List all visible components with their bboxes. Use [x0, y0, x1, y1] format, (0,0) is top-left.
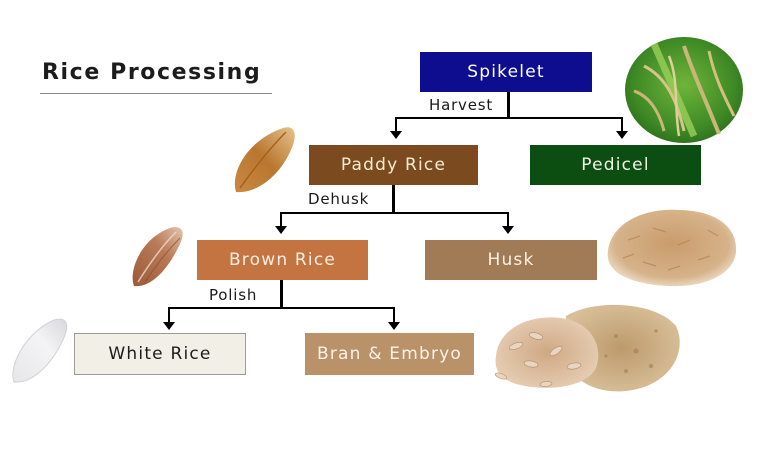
connector-harvest-bar [395, 117, 623, 119]
diagram-title: Rice Processing [42, 60, 262, 85]
node-white-rice: White Rice [74, 333, 246, 375]
node-bran-embryo: Bran & Embryo [305, 333, 474, 375]
connector-spikelet-stem [507, 92, 510, 119]
white-rice-grain-photo [12, 318, 68, 383]
node-pedicel: Pedicel [530, 145, 701, 185]
bran-embryo-pile-photo [494, 304, 680, 392]
arrow-to-brown-rice [275, 212, 287, 234]
connector-dehusk-bar [280, 212, 509, 214]
node-brown-rice: Brown Rice [197, 240, 368, 280]
arrow-to-bran-embryo [388, 307, 400, 330]
node-pedicel-label: Pedicel [581, 155, 650, 175]
rice-plant-photo [625, 37, 743, 143]
arrow-to-white-rice [163, 307, 175, 330]
connector-paddy-stem [392, 185, 395, 213]
paddy-grain-photo [234, 127, 295, 193]
arrow-to-paddy-rice [390, 117, 402, 139]
arrow-to-husk [502, 212, 514, 234]
connector-polish-bar [168, 307, 395, 309]
node-paddy-rice: Paddy Rice [309, 145, 478, 185]
node-husk: Husk [425, 240, 597, 280]
process-polish-label: Polish [209, 286, 258, 304]
node-bran-embryo-label: Bran & Embryo [316, 344, 463, 364]
node-white-rice-label: White Rice [108, 344, 212, 364]
node-spikelet-label: Spikelet [467, 62, 545, 82]
arrow-to-pedicel [616, 117, 628, 139]
process-harvest-label: Harvest [429, 96, 494, 114]
title-underline [40, 93, 272, 94]
node-husk-label: Husk [487, 250, 535, 270]
husk-pile-photo [607, 209, 737, 287]
connector-brown-rice-stem [280, 280, 283, 308]
brown-rice-grain-photo [132, 227, 183, 287]
node-paddy-rice-label: Paddy Rice [340, 155, 447, 175]
process-dehusk-label: Dehusk [308, 190, 370, 208]
node-spikelet: Spikelet [420, 52, 592, 92]
node-brown-rice-label: Brown Rice [228, 250, 337, 270]
